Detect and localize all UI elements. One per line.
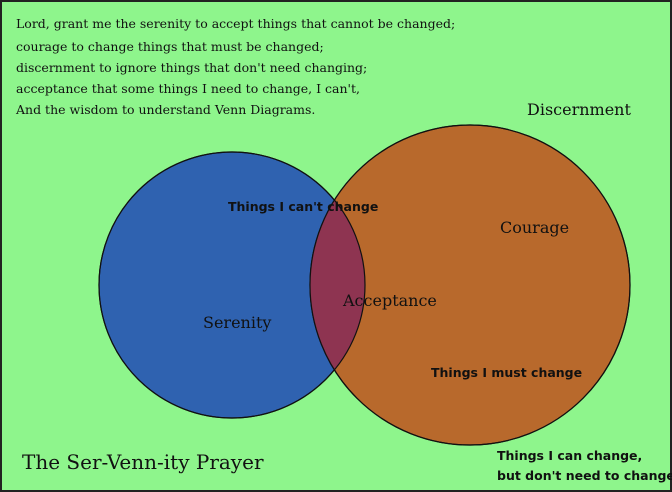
prayer-text-block: Lord, grant me the serenity to accept th… bbox=[15, 16, 455, 117]
acceptance-label: Acceptance bbox=[342, 291, 437, 310]
serenity-circle-outline bbox=[98, 151, 366, 419]
things-i-cant-change-label: Things I can't change bbox=[228, 199, 378, 214]
prayer-line-4: acceptance that some things I need to ch… bbox=[16, 81, 360, 96]
prayer-line-3: discernment to ignore things that don't … bbox=[16, 60, 367, 75]
prayer-line-2: courage to change things that must be ch… bbox=[16, 39, 324, 54]
discernment-label: Discernment bbox=[527, 100, 631, 119]
things-i-must-change-label: Things I must change bbox=[431, 365, 582, 380]
courage-circle-outline bbox=[309, 124, 631, 446]
prayer-line-1: Lord, grant me the serenity to accept th… bbox=[16, 16, 455, 31]
prayer-line-5: And the wisdom to understand Venn Diagra… bbox=[15, 102, 315, 117]
serenity-label: Serenity bbox=[203, 313, 271, 332]
diagram-title: The Ser-Venn-ity Prayer bbox=[22, 450, 264, 474]
courage-label: Courage bbox=[500, 218, 569, 237]
things-i-can-change-line-2: but don't need to change bbox=[497, 468, 672, 483]
things-i-can-change-line-1: Things I can change, bbox=[497, 448, 642, 463]
